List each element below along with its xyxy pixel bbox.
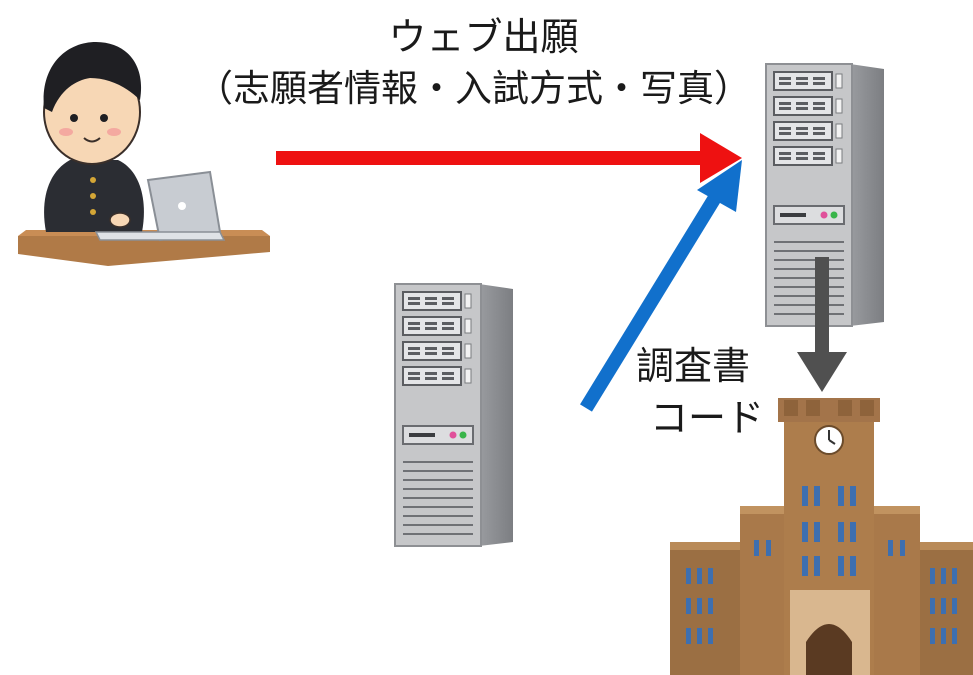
web-application-label: ウェブ出願 xyxy=(0,6,973,61)
web-application-detail-label: （志願者情報・入試方式・写真） xyxy=(196,67,751,110)
web-application-text: ウェブ出願 xyxy=(388,15,579,59)
university-building-icon xyxy=(670,398,973,675)
report-label-line1: 調査書 xyxy=(636,344,751,388)
student-at-laptop-icon xyxy=(18,42,270,266)
report-label-line2: コード xyxy=(650,396,765,440)
report-arrow xyxy=(580,160,742,412)
delivery-arrow xyxy=(797,257,847,392)
report-server-icon xyxy=(394,283,514,547)
web-application-arrow xyxy=(276,133,742,183)
